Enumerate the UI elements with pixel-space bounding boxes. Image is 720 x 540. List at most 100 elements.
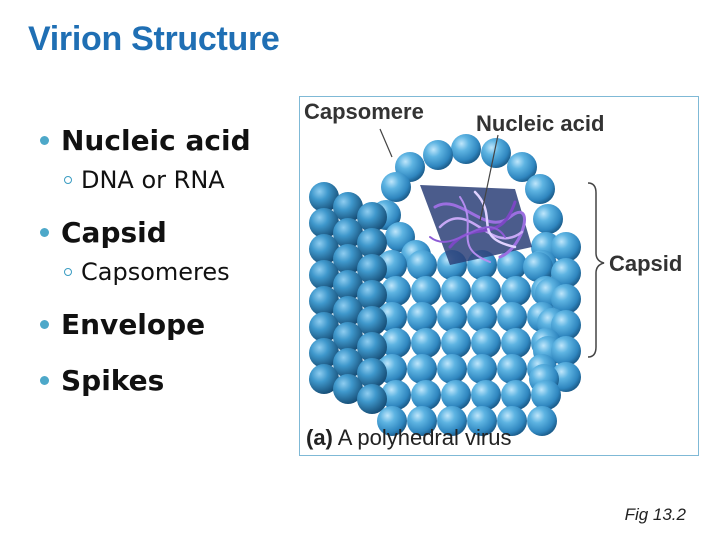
capsomere-sphere	[501, 328, 531, 358]
bullet-group-spikes: Spikes	[40, 358, 290, 402]
capsomere-sphere	[333, 348, 363, 378]
capsomere-sphere	[309, 312, 339, 342]
capsomere-sphere	[381, 328, 411, 358]
capsomere-sphere	[333, 244, 363, 274]
caption-text: A polyhedral virus	[337, 425, 512, 450]
bullet-label: Nucleic acid	[61, 123, 251, 157]
label-capsid: Capsid	[609, 251, 683, 276]
capsomere-sphere	[309, 260, 339, 290]
capsomere-sphere	[411, 380, 441, 410]
capsomere-sphere	[333, 218, 363, 248]
capsomere-sphere	[309, 234, 339, 264]
capsomere-sphere	[451, 134, 481, 164]
bullet-label: Capsid	[61, 215, 167, 249]
virus-figure: Capsomere Nucleic acid Capsid (a) A poly…	[299, 96, 699, 456]
capsomere-sphere	[441, 276, 471, 306]
capsomere-sphere	[471, 380, 501, 410]
label-capsomere: Capsomere	[304, 99, 424, 124]
capsomere-sphere	[551, 362, 581, 392]
capsomere-sphere	[497, 406, 527, 436]
capsomere-sphere	[309, 364, 339, 394]
capsomere-spheres	[309, 134, 581, 436]
bullet-item: Envelope	[40, 302, 290, 346]
slide-title: Virion Structure	[28, 20, 280, 58]
figure-caption: (a) A polyhedral virus	[306, 425, 511, 451]
capsomere-sphere	[411, 276, 441, 306]
capsomere-sphere	[467, 406, 497, 436]
bullet-item: Spikes	[40, 358, 290, 402]
label-nucleic-acid: Nucleic acid	[476, 111, 605, 136]
capsomere-sphere	[333, 270, 363, 300]
capsomere-sphere	[411, 328, 441, 358]
capsomere-sphere	[357, 254, 387, 284]
bullet-label: Spikes	[61, 363, 165, 397]
capsomere-sphere	[525, 174, 555, 204]
figure-reference: Fig 13.2	[624, 505, 686, 524]
capsomere-sphere	[551, 310, 581, 340]
bullet-list: Nucleic acid DNA or RNA Capsid Capsomere…	[40, 118, 290, 414]
bullet-dot-icon	[40, 135, 49, 145]
bullet-item: Capsid	[40, 210, 290, 254]
capsomere-sphere	[497, 250, 527, 280]
nucleic-acid-strands	[429, 190, 526, 263]
capsomere-sphere	[357, 358, 387, 388]
capsomere-sphere	[501, 276, 531, 306]
capsomere-sphere	[381, 276, 411, 306]
bullet-dot-icon	[40, 319, 49, 329]
capsomere-sphere	[309, 338, 339, 368]
capsomere-sphere	[357, 332, 387, 362]
capsomere-sphere	[377, 406, 407, 436]
capsomere-sphere	[523, 252, 553, 282]
capsomere-sphere	[507, 152, 537, 182]
capsomere-sphere	[501, 380, 531, 410]
capsomere-sphere	[407, 302, 437, 332]
capsomere-sphere	[423, 140, 453, 170]
sub-bullet-ring-icon	[64, 268, 72, 276]
bullet-dot-icon	[40, 375, 49, 385]
sub-bullet-label: DNA or RNA	[81, 166, 225, 194]
capsomere-sphere	[551, 232, 581, 262]
capsomere-sphere	[437, 406, 467, 436]
capsomere-sphere	[527, 406, 557, 436]
capsomere-sphere	[357, 228, 387, 258]
capsomere-sphere	[333, 192, 363, 222]
polyhedral-virus-illustration	[309, 128, 605, 436]
capsomere-sphere	[407, 250, 437, 280]
capsomere-sphere	[481, 138, 511, 168]
capsomere-sphere	[381, 380, 411, 410]
capsomere-sphere	[441, 380, 471, 410]
capsomere-sphere	[357, 384, 387, 414]
bullet-group-envelope: Envelope	[40, 302, 290, 346]
capsid-bracket	[587, 182, 605, 358]
capsomere-sphere	[467, 354, 497, 384]
capsomere-sphere	[533, 204, 563, 234]
capsomere-sphere	[531, 380, 561, 410]
capsomere-sphere	[551, 284, 581, 314]
capsomere-sphere	[309, 208, 339, 238]
sub-bullet-item: DNA or RNA	[40, 162, 290, 198]
capsomere-sphere	[437, 354, 467, 384]
capsomere-sphere	[309, 182, 339, 212]
capsomere-sphere	[551, 258, 581, 288]
capsomere-sphere	[357, 202, 387, 232]
capsomere-sphere	[441, 328, 471, 358]
sub-bullet-item: Capsomeres	[40, 254, 290, 290]
bullet-group-nucleic-acid: Nucleic acid DNA or RNA	[40, 118, 290, 198]
caption-letter: (a)	[306, 425, 333, 450]
bullet-group-capsid: Capsid Capsomeres	[40, 210, 290, 290]
capsomere-sphere	[407, 354, 437, 384]
capsid-interior	[420, 185, 532, 265]
capsomere-sphere	[309, 286, 339, 316]
capsomere-sphere	[381, 172, 411, 202]
bullet-item: Nucleic acid	[40, 118, 290, 162]
capsomere-sphere	[467, 302, 497, 332]
capsomere-sphere	[471, 328, 501, 358]
sub-bullet-label: Capsomeres	[81, 258, 230, 286]
nucleic-acid-leader-line	[479, 134, 499, 222]
capsomere-sphere	[497, 354, 527, 384]
capsomere-sphere	[551, 336, 581, 366]
capsomere-sphere	[407, 406, 437, 436]
capsomere-sphere	[437, 302, 467, 332]
capsomere-leader-line	[379, 128, 393, 158]
capsomere-sphere	[497, 302, 527, 332]
